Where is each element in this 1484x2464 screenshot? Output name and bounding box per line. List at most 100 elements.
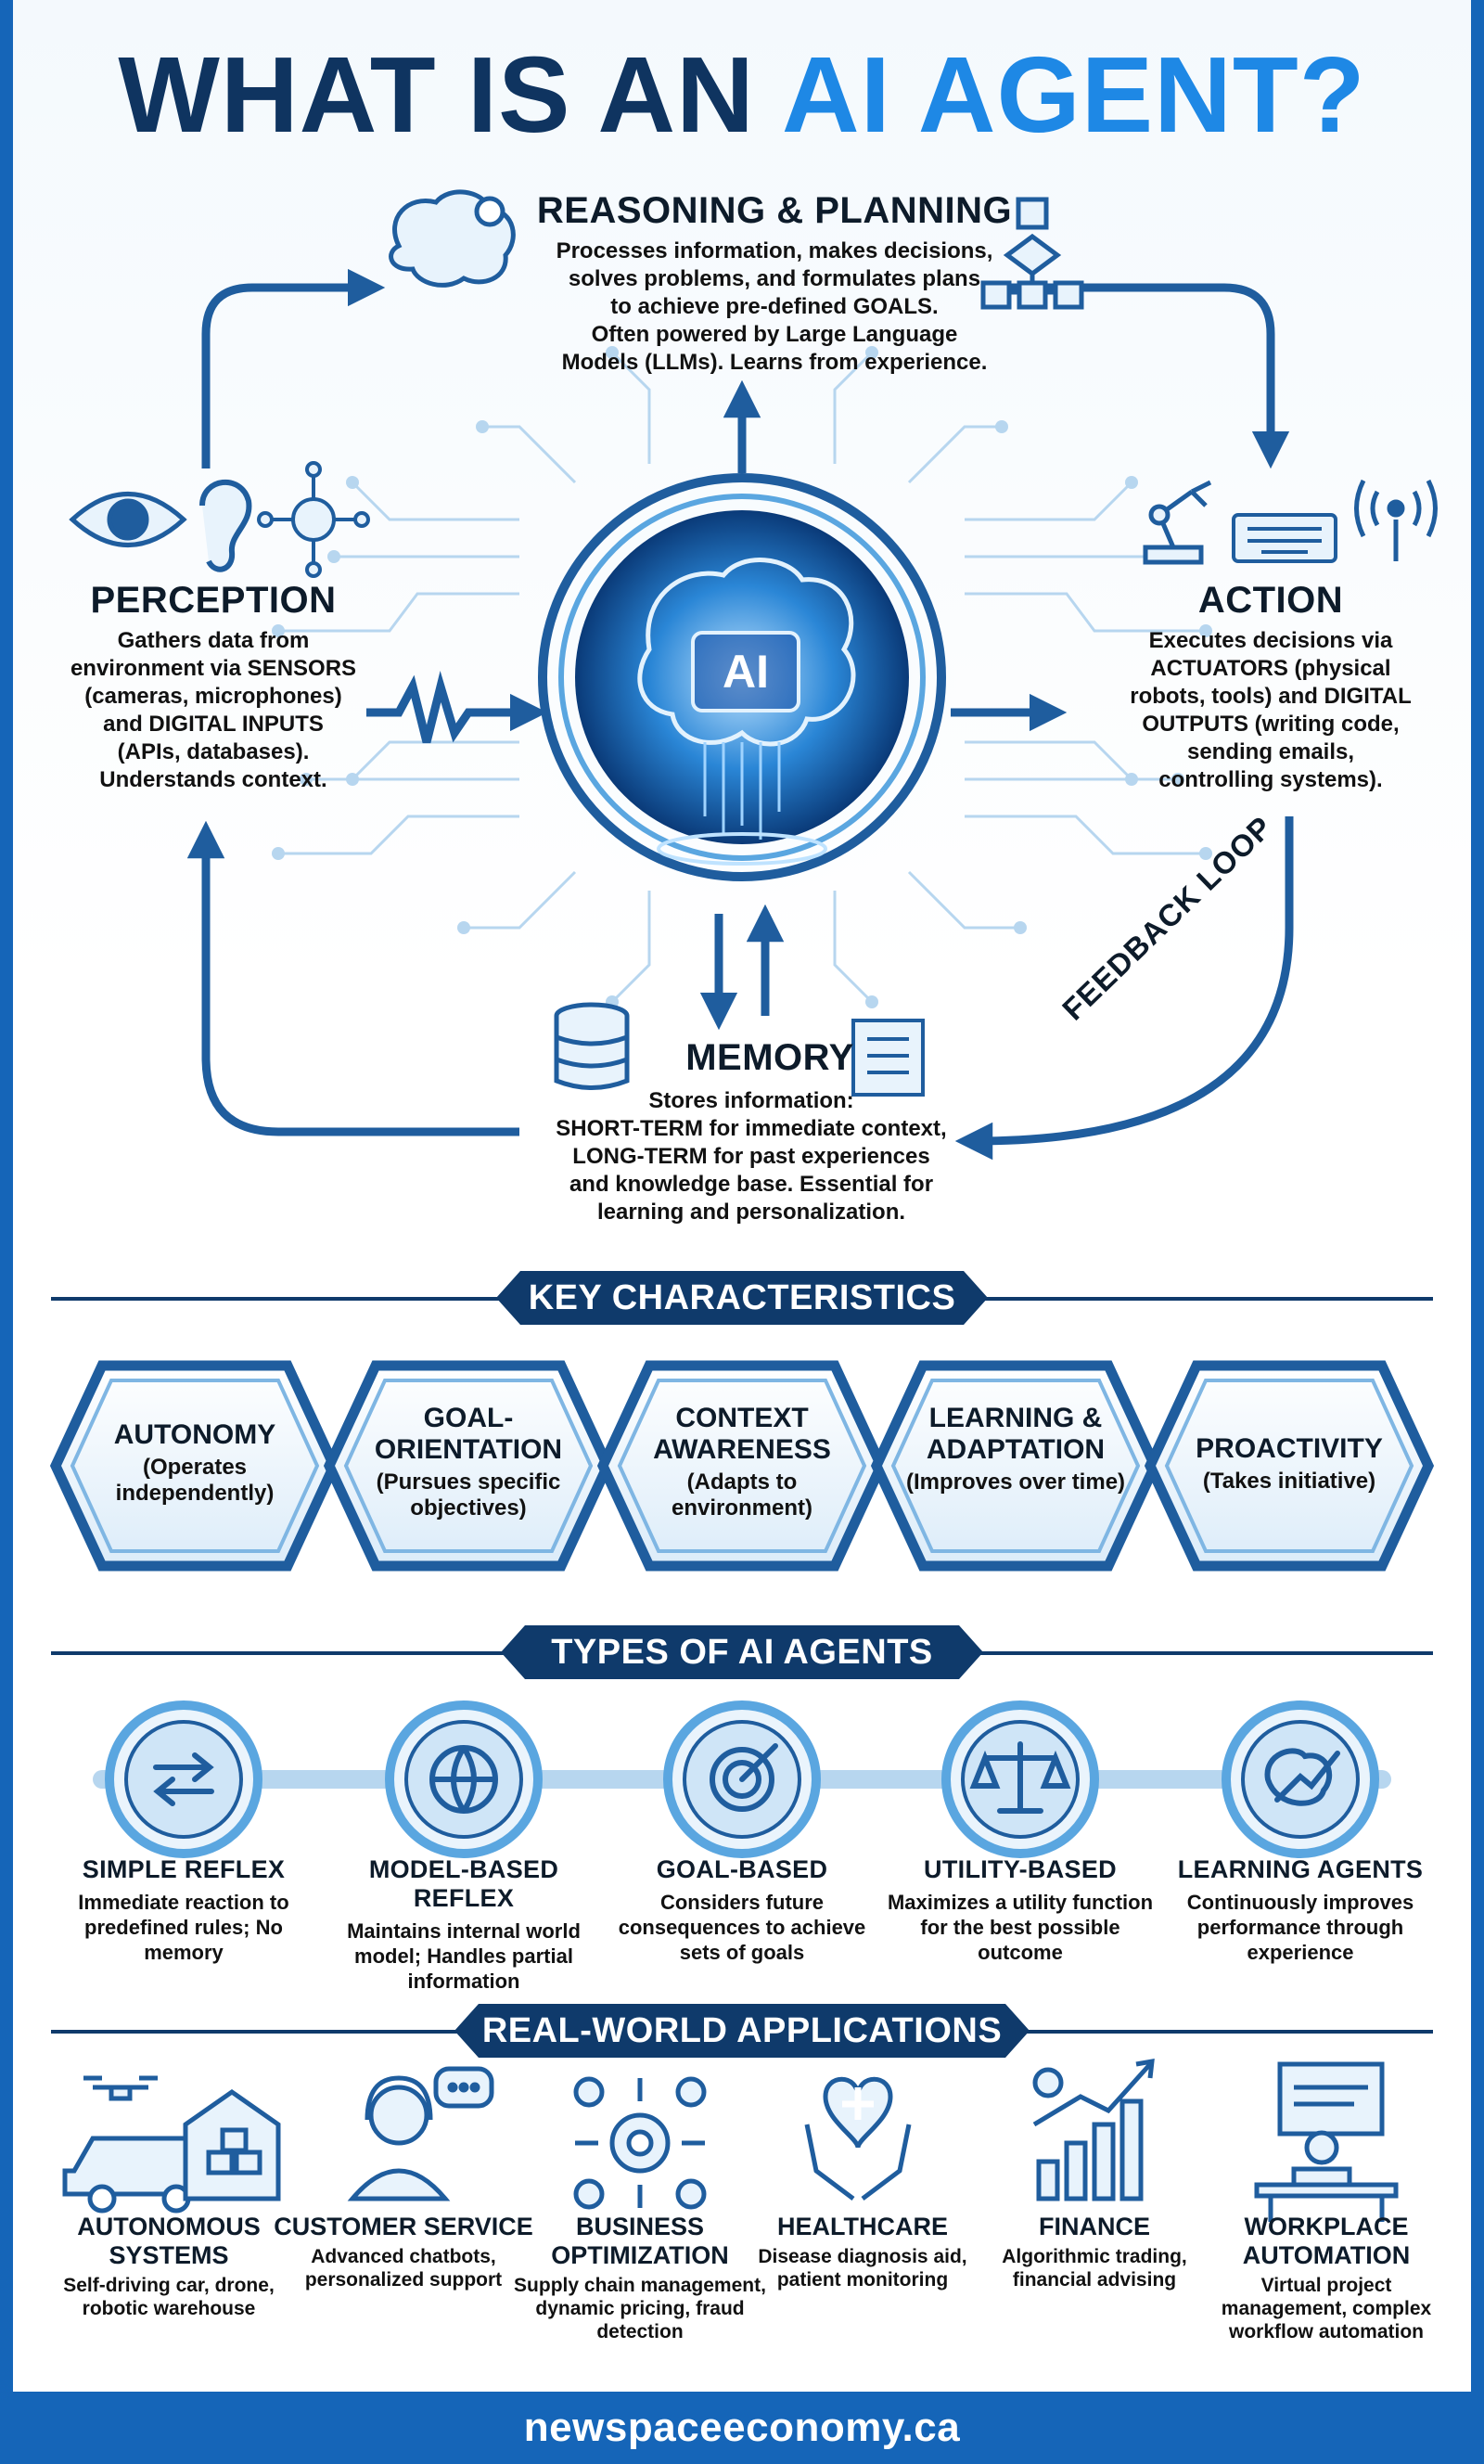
characteristic-desc: (Adapts to environment) bbox=[671, 1469, 812, 1521]
agent-type-title: GOAL-BASED bbox=[656, 1855, 828, 1883]
agent-type-desc: Considers future consequences to achieve… bbox=[618, 1891, 866, 1964]
action-line: ACTUATORS (physical bbox=[1150, 656, 1391, 681]
action-line: Executes decisions via bbox=[1148, 628, 1393, 653]
globe-icon bbox=[385, 1700, 543, 1858]
perception-line: and DIGITAL INPUTS bbox=[103, 712, 324, 737]
characteristic-title: CONTEXT AWARENESS bbox=[653, 1403, 831, 1465]
memory-block: MEMORY bbox=[519, 1037, 983, 1079]
reasoning-line: solves problems, and formulates plans bbox=[568, 266, 981, 291]
agent-type-item: SIMPLE REFLEX Immediate reaction to pred… bbox=[45, 1855, 323, 1965]
characteristic-title: PROACTIVITY bbox=[1196, 1433, 1383, 1464]
circuit-lines bbox=[278, 351, 1206, 1004]
agent-type-title: UTILITY-BASED bbox=[924, 1855, 1117, 1883]
perception-desc: Gathers data from environment via SENSOR… bbox=[56, 627, 371, 794]
eye-icon bbox=[69, 492, 187, 547]
memory-line: learning and personalization. bbox=[596, 1200, 906, 1225]
application-item: BUSINESS OPTIMIZATION Supply chain manag… bbox=[510, 2213, 770, 2343]
characteristic-hexagon-inner bbox=[1164, 1379, 1414, 1553]
reasoning-desc: Processes information, makes decisions, … bbox=[515, 237, 1034, 377]
application-title: CUSTOMER SERVICE bbox=[274, 2213, 533, 2240]
memory-line: Stores information: bbox=[648, 1088, 854, 1113]
perception-line: environment via SENSORS bbox=[70, 656, 357, 681]
application-desc: Disease diagnosis aid, patient monitorin… bbox=[758, 2246, 967, 2291]
gears-optimization-icon bbox=[573, 2076, 707, 2210]
perception-line: Gathers data from bbox=[117, 628, 310, 653]
brain-chart-icon bbox=[1222, 1700, 1379, 1858]
applications-heading: REAL-WORLD APPLICATIONS bbox=[454, 2004, 1030, 2058]
application-item: AUTONOMOUS SYSTEMS Self-driving car, dro… bbox=[39, 2213, 299, 2320]
perception-title: PERCEPTION bbox=[90, 580, 337, 621]
memory-desc: Stores information: SHORT-TERM for immed… bbox=[519, 1087, 983, 1226]
footer-url[interactable]: newspaceeconomy.ca bbox=[0, 2392, 1484, 2464]
application-desc: Self-driving car, drone, robotic warehou… bbox=[63, 2275, 275, 2319]
flowchart-icon bbox=[980, 197, 1084, 310]
title-part-1: WHAT IS AN bbox=[118, 34, 782, 155]
reasoning-planning-block: REASONING & PLANNING Processes informati… bbox=[515, 190, 1034, 377]
agent-type-desc: Maintains internal world model; Handles … bbox=[347, 1919, 581, 1993]
ear-icon bbox=[199, 479, 252, 572]
target-icon bbox=[663, 1700, 821, 1858]
application-item: HEALTHCARE Disease diagnosis aid, patien… bbox=[733, 2213, 992, 2291]
characteristic-hexagon bbox=[596, 1360, 888, 1572]
application-item: CUSTOMER SERVICE Advanced chatbots, pers… bbox=[274, 2213, 533, 2291]
memory-line: SHORT-TERM for immediate context, bbox=[556, 1116, 947, 1141]
loop-arrow-feedback bbox=[954, 816, 1294, 1161]
agent-type-title: SIMPLE REFLEX bbox=[82, 1855, 286, 1883]
car-drone-warehouse-icon bbox=[62, 2075, 281, 2214]
robot-arm-icon bbox=[1143, 480, 1212, 565]
memory-line: and knowledge base. Essential for bbox=[569, 1172, 934, 1197]
document-scroll-icon bbox=[851, 1019, 925, 1097]
agent-type-desc: Continuously improves performance throug… bbox=[1186, 1891, 1414, 1964]
loop-arrow-top-left bbox=[201, 268, 386, 468]
loop-arrow-top-right bbox=[1002, 283, 1290, 469]
support-agent-headset-icon bbox=[347, 2066, 494, 2201]
characteristic-desc: (Improves over time) bbox=[905, 1469, 1126, 1495]
characteristic-item: AUTONOMY (Operates independently) bbox=[79, 1419, 311, 1507]
action-line: sending emails, bbox=[1186, 739, 1355, 764]
reasoning-line: to achieve pre-defined GOALS. bbox=[610, 294, 939, 319]
agent-type-item: LEARNING AGENTS Continuously improves pe… bbox=[1161, 1855, 1439, 1965]
application-desc: Supply chain management, dynamic pricing… bbox=[514, 2275, 766, 2342]
finance-chart-icon bbox=[1032, 2058, 1155, 2201]
characteristics-heading: KEY CHARACTERISTICS bbox=[496, 1271, 988, 1325]
agent-type-desc: Maximizes a utility function for the bes… bbox=[887, 1891, 1154, 1964]
sensor-network-icon bbox=[257, 461, 370, 578]
action-block: ACTION Executes decisions via ACTUATORS … bbox=[1108, 580, 1433, 794]
application-title: FINANCE bbox=[1039, 2213, 1150, 2240]
type-circles bbox=[105, 1700, 1379, 1858]
characteristic-hexagon-inner bbox=[70, 1379, 320, 1553]
types-heading: TYPES OF AI AGENTS bbox=[501, 1625, 983, 1679]
agent-type-title: LEARNING AGENTS bbox=[1177, 1855, 1424, 1883]
agent-type-item: MODEL-BASED REFLEX Maintains internal wo… bbox=[325, 1855, 603, 1994]
memory-desc-block: Stores information: SHORT-TERM for immed… bbox=[519, 1087, 983, 1226]
page-title: WHAT IS AN AI AGENT? bbox=[0, 41, 1484, 148]
action-line: robots, tools) and DIGITAL bbox=[1130, 684, 1412, 709]
characteristic-item: GOAL-ORIENTATION (Pursues specific objec… bbox=[352, 1403, 584, 1521]
characteristic-hexagon bbox=[1144, 1360, 1435, 1572]
action-title: ACTION bbox=[1197, 580, 1344, 621]
action-line: OUTPUTS (writing code, bbox=[1142, 712, 1400, 737]
hex-shapes bbox=[49, 1360, 1435, 1572]
characteristic-hexagon bbox=[323, 1360, 614, 1572]
action-desc: Executes decisions via ACTUATORS (physic… bbox=[1108, 627, 1433, 794]
signal-wave-arrow bbox=[366, 671, 548, 744]
characteristic-title: GOAL-ORIENTATION bbox=[374, 1403, 563, 1465]
reasoning-line: Often powered by Large Language bbox=[591, 322, 958, 347]
arrows-cycle-icon bbox=[105, 1700, 262, 1858]
agent-type-item: GOAL-BASED Considers future consequences… bbox=[603, 1855, 881, 1965]
application-title: AUTONOMOUS SYSTEMS bbox=[77, 2213, 261, 2269]
characteristic-desc: (Takes initiative) bbox=[1202, 1469, 1376, 1494]
characteristic-item: CONTEXT AWARENESS (Adapts to environment… bbox=[626, 1403, 858, 1521]
perception-line: Understands context. bbox=[99, 767, 327, 792]
characteristic-desc: (Operates independently) bbox=[115, 1455, 275, 1506]
brain-gear-icon bbox=[389, 189, 516, 288]
ai-core-label: AI bbox=[691, 631, 800, 712]
core-arrows bbox=[366, 379, 1068, 1031]
application-title: HEALTHCARE bbox=[777, 2213, 948, 2240]
application-desc: Algorithmic trading, financial advising bbox=[1002, 2246, 1187, 2291]
application-desc: Virtual project management, complex work… bbox=[1221, 2275, 1432, 2342]
perception-block: PERCEPTION Gathers data from environment… bbox=[56, 580, 371, 794]
database-icon bbox=[554, 1002, 630, 1090]
application-item: FINANCE Algorithmic trading, financial a… bbox=[965, 2213, 1224, 2291]
